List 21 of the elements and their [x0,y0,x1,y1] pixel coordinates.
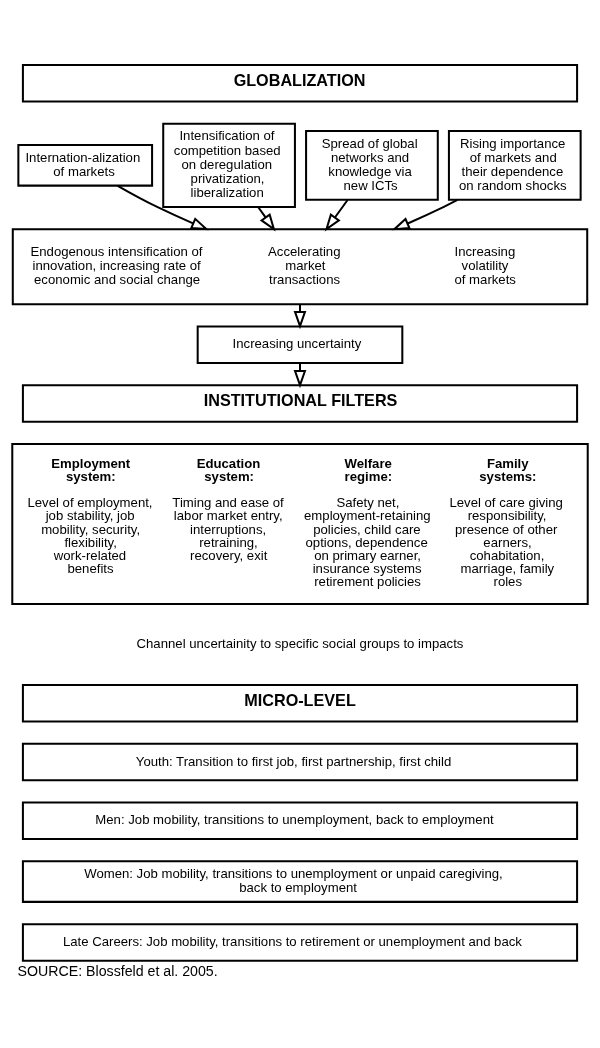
node-box: Internation-alization of markets [17,143,154,187]
caption: SOURCE: Blossfeld et al. 2005. [17,962,218,979]
node-box: MICRO-LEVEL [21,683,579,723]
node-box: Youth: Transition to first job, first partnership, first child [21,742,579,781]
node-box: GLOBALIZATION [21,63,579,103]
label: Channel uncertainity to specific social groups to impacts [136,635,464,651]
node-box: Endogenous intensification of innovation, increasing rate of economic and social change Accelerating market transactions Increasing volatility of markets [11,227,589,305]
arrow [257,205,276,232]
node-box: Spread of global networks and knowledge via new ICTs [305,129,439,201]
node-box: Women: Job mobility, transitions to unemployment or unpaid caregiving, back to employment [21,859,579,903]
node-box: Increasing uncertainty [196,324,404,364]
node-box: Employment system: Level of employment, job stability, job mobility, security, flexibility, work-related benefits Education system: Timing and ease of labor market entry, interruptions, retraining, recovery, exit Welfare regime: Safety net, employment-retaining policies, child care options, dependence on primary earner, insurance systems retirement policies Family systems: Level of care giving responsibility, presence of other earners, cohabitation, marriage, family roles [11,442,589,605]
arrow [117,184,210,230]
node-box: Intensification of competition based on deregulation privatization, liberalization [162,122,296,208]
arrow [293,303,307,329]
arrow [391,198,458,230]
arrow [324,198,349,231]
node-box: INSTITUTIONAL FILTERS [21,383,579,423]
node-box: Men: Job mobility, transitions to unemployment, back to employment [21,801,579,840]
node-box: Late Careers: Job mobility, transitions to retirement or unemployment and back [21,922,579,962]
node-box: Rising importance of markets and their dependence on random shocks [447,129,582,201]
